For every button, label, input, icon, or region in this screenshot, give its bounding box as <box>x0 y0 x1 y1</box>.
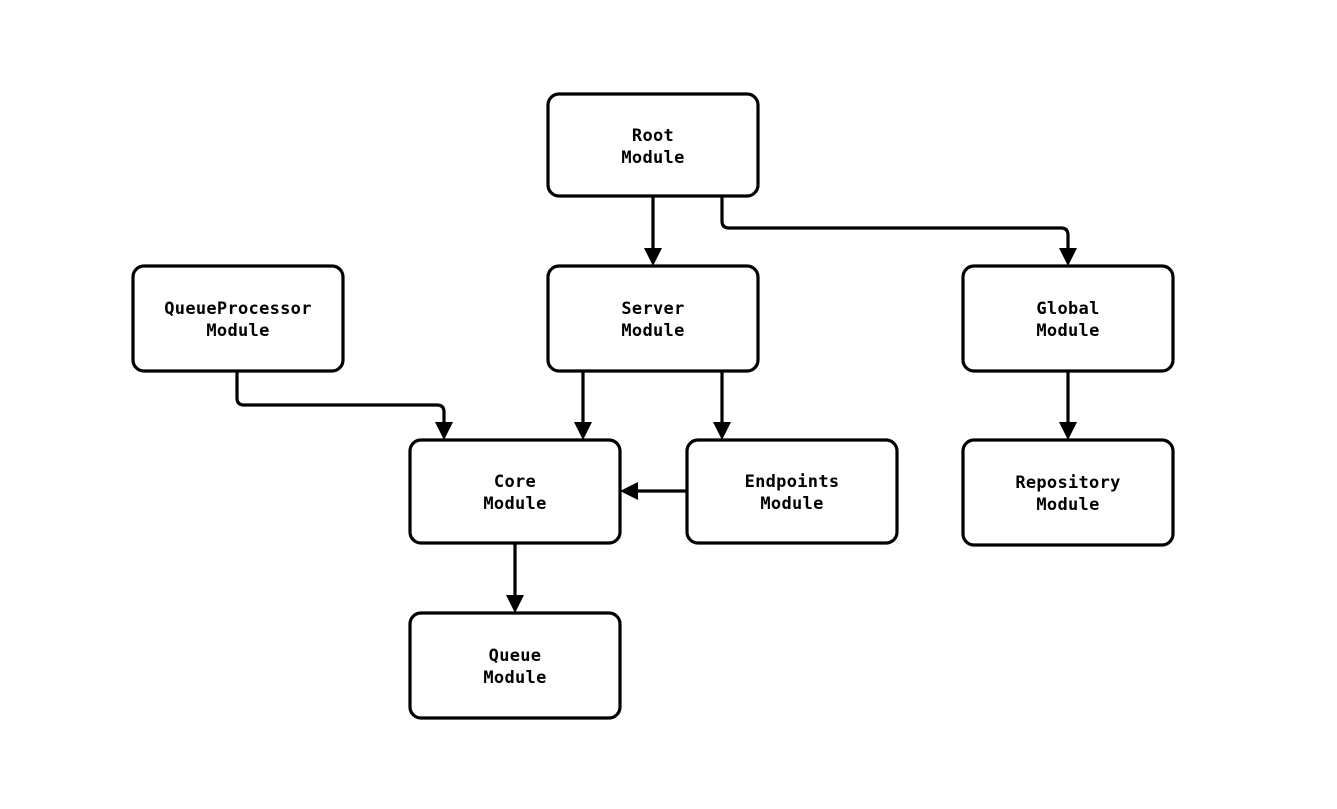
node-server-module-label-line1: Server <box>621 299 684 319</box>
node-global-module-label-line1: Global <box>1036 299 1099 319</box>
node-queue-module-label-line2: Module <box>483 668 546 688</box>
node-core-module-label-line1: Core <box>494 472 536 492</box>
node-global-module-label-line2: Module <box>1036 321 1099 341</box>
node-endpoints-module-label-line1: Endpoints <box>745 472 840 492</box>
node-global-module[interactable]: Global Module <box>961 264 1175 373</box>
node-server-module[interactable]: Server Module <box>546 264 760 373</box>
node-server-module-label-line2: Module <box>621 321 684 341</box>
edge-core-to-queue-arrowhead <box>506 595 524 613</box>
edge-core-to-queue <box>506 543 524 613</box>
edge-server-to-core <box>574 371 592 440</box>
edge-root-to-server-arrowhead <box>644 248 662 266</box>
edge-queueprocessor-to-core <box>235 371 453 440</box>
node-queue-module-label-line1: Queue <box>489 646 542 666</box>
node-root-module-label-line1: Root <box>632 126 674 146</box>
edge-root-to-global-arrowhead <box>1059 248 1077 266</box>
node-endpoints-module-label-line2: Module <box>760 494 823 514</box>
edge-queueprocessor-to-core-arrowhead <box>435 422 453 440</box>
node-queueprocessor-module-box[interactable] <box>131 264 345 373</box>
edge-server-to-endpoints-arrowhead <box>713 422 731 440</box>
edge-server-to-core-arrowhead <box>574 422 592 440</box>
node-root-module-box[interactable] <box>546 92 760 198</box>
node-core-module-label-line2: Module <box>483 494 546 514</box>
node-queue-module[interactable]: Queue Module <box>408 611 622 720</box>
node-repository-module-label-line2: Module <box>1036 495 1099 515</box>
node-server-module-box[interactable] <box>546 264 760 373</box>
node-core-module[interactable]: Core Module <box>408 438 622 545</box>
node-queueprocessor-module-label-line2: Module <box>206 321 269 341</box>
node-endpoints-module-box[interactable] <box>685 438 899 545</box>
node-repository-module[interactable]: Repository Module <box>961 438 1175 547</box>
node-queueprocessor-module[interactable]: QueueProcessor Module <box>131 264 345 373</box>
node-core-module-box[interactable] <box>408 438 622 545</box>
node-queueprocessor-module-label-line1: QueueProcessor <box>164 299 312 319</box>
edge-global-to-repository-arrowhead <box>1059 422 1077 440</box>
edge-queueprocessor-to-core-line <box>235 371 446 422</box>
edge-root-to-global-line <box>720 196 1070 248</box>
edge-endpoints-to-core <box>620 482 687 500</box>
node-root-module[interactable]: Root Module <box>546 92 760 198</box>
node-queue-module-box[interactable] <box>408 611 622 720</box>
node-root-module-label-line2: Module <box>621 148 684 168</box>
node-global-module-box[interactable] <box>961 264 1175 373</box>
edge-endpoints-to-core-arrowhead <box>620 482 638 500</box>
node-repository-module-box[interactable] <box>961 438 1175 547</box>
node-endpoints-module[interactable]: Endpoints Module <box>685 438 899 545</box>
edge-root-to-global <box>720 196 1077 266</box>
edge-global-to-repository <box>1059 371 1077 440</box>
edge-root-to-server <box>644 196 662 266</box>
edge-server-to-endpoints <box>713 371 731 440</box>
node-repository-module-label-line1: Repository <box>1015 473 1120 493</box>
